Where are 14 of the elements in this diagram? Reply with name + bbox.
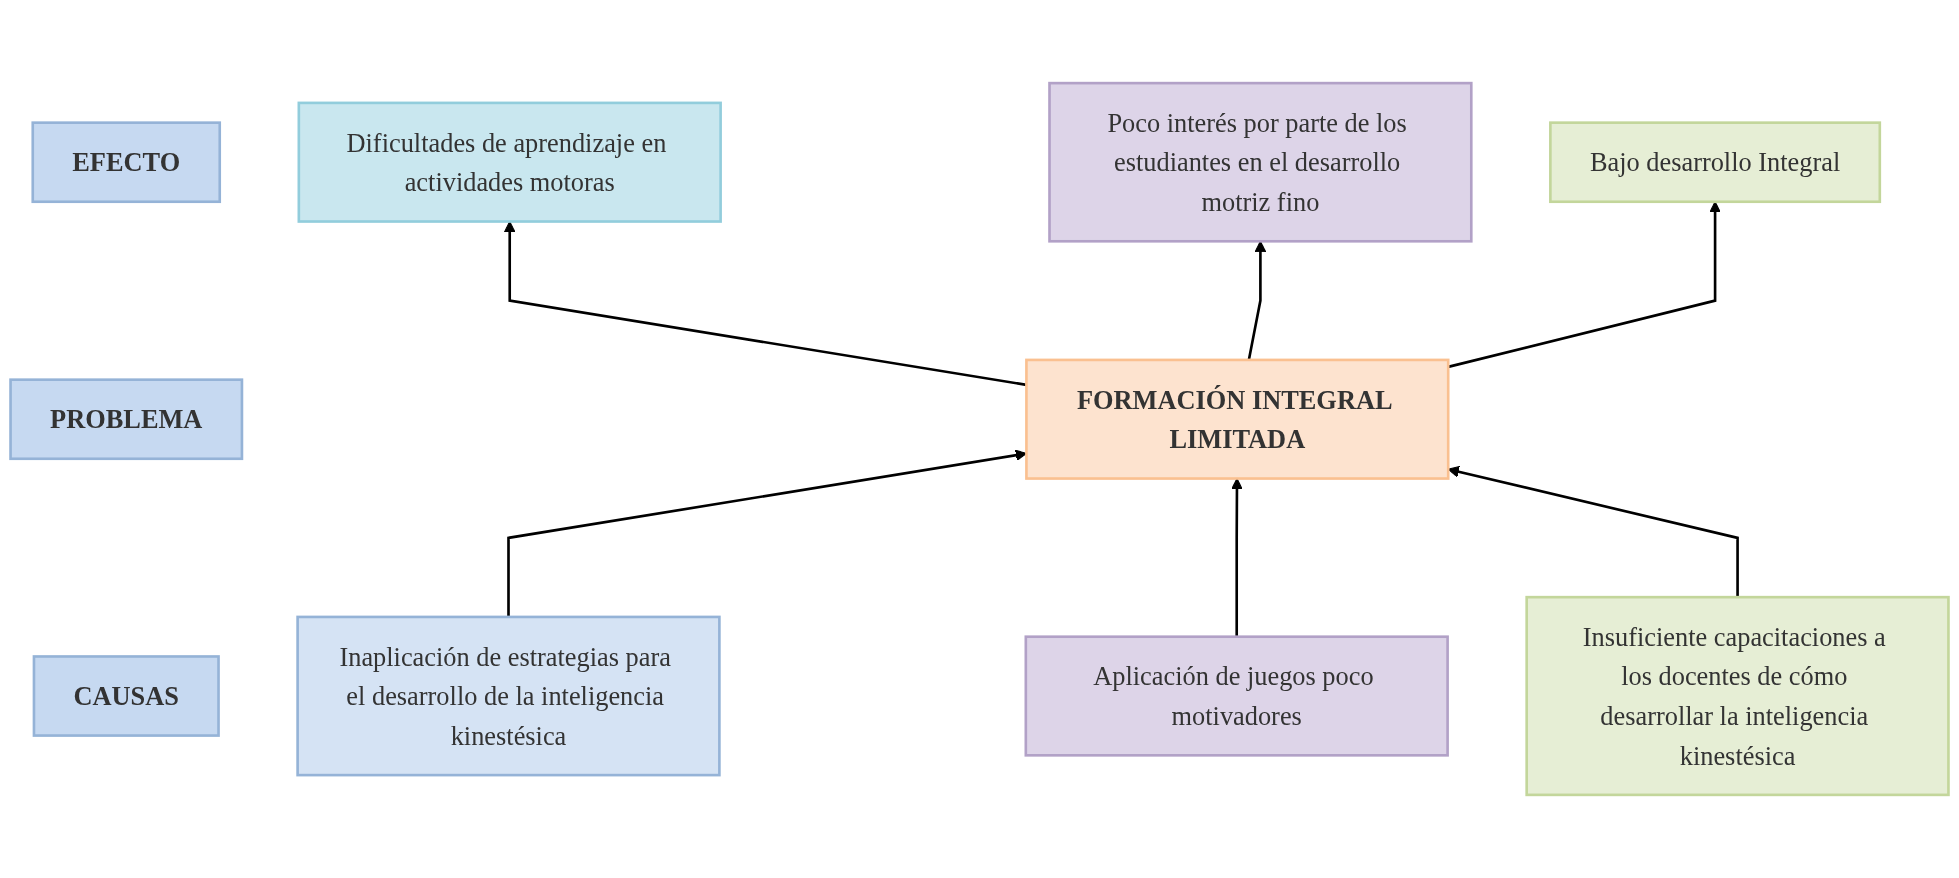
node-box: Aplicación de juegos poco motivadores: [1024, 635, 1449, 757]
node-box: CAUSAS: [32, 655, 220, 737]
node-box: Insuficiente capacitaciones a los docentes de cómo desarrollar la inteligencia kinestésica: [1525, 595, 1950, 797]
node-box: EFECTO: [31, 121, 222, 204]
node-box: FORMACIÓN INTEGRAL LIMITADA: [1025, 358, 1450, 480]
arrow: [1447, 201, 1721, 369]
node-box: Inaplicación de estrategias para el desarrollo de la inteligencia kinestésica: [296, 615, 721, 777]
node-box: PROBLEMA: [9, 378, 244, 461]
arrow: [1231, 478, 1243, 637]
node-box: Poco interés por parte de los estudiantes en el desarrollo motriz fino: [1048, 81, 1473, 243]
node-box: Dificultades de aprendizaje en actividades motoras: [297, 101, 722, 223]
node-box: Bajo desarrollo Integral: [1549, 121, 1882, 204]
arrow: [507, 449, 1027, 617]
arrow: [503, 221, 1027, 387]
